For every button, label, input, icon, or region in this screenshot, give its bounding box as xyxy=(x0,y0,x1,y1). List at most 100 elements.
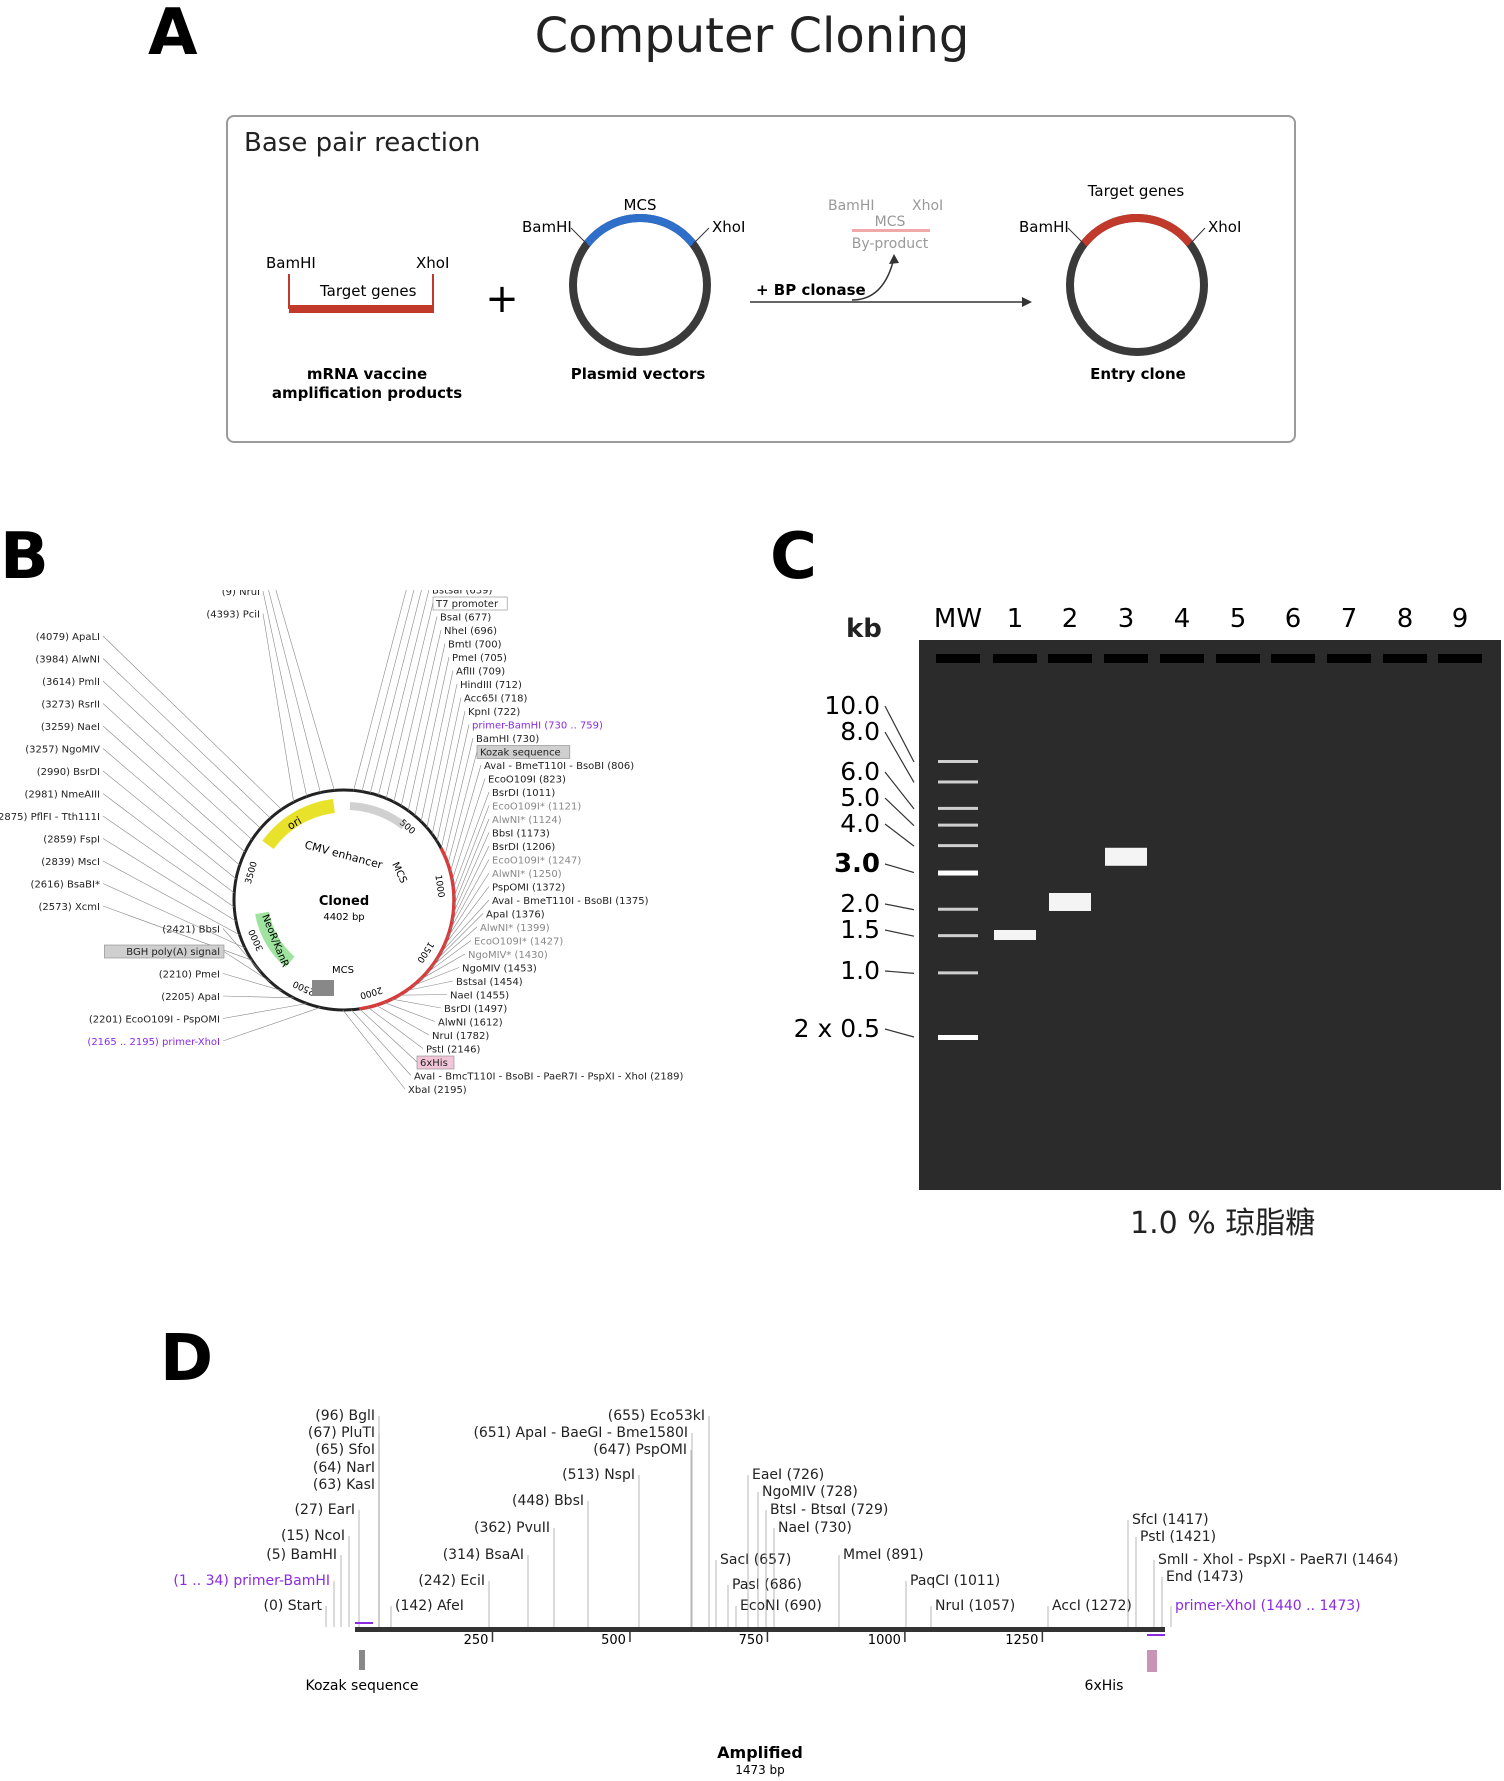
vector-mcs: MCS xyxy=(624,196,657,214)
plasmid-leader xyxy=(102,658,271,819)
vector-left-site: BamHI xyxy=(522,218,572,236)
plasmid-site-label: NaeI (1455) xyxy=(450,991,509,1002)
plasmid-leader xyxy=(342,1009,406,1090)
plasmid-leader xyxy=(443,886,490,947)
plasmid-leader xyxy=(275,590,335,791)
plasmid-site-label: AvaI - BmeT110I - BsoBI (806) xyxy=(484,761,634,772)
feature-box xyxy=(416,1055,455,1070)
linear-site-label: (0) Start xyxy=(264,1598,323,1614)
plasmid-leader xyxy=(385,602,434,799)
reaction-label: + BP clonase xyxy=(756,281,866,299)
plasmid-leader xyxy=(440,724,470,849)
plasmid-leader xyxy=(391,998,442,1009)
marker-band xyxy=(938,907,978,911)
vector-left-leader xyxy=(570,227,588,245)
lane-label: 3 xyxy=(1118,604,1135,634)
plasmid-site-label: AlwNI* (1124) xyxy=(492,815,562,826)
linear-backbone xyxy=(355,1627,1165,1632)
linear-site-label: AccI (1272) xyxy=(1052,1598,1132,1614)
plasmid-leader xyxy=(393,616,438,803)
plasmid-site-label: XbaI (2195) xyxy=(408,1085,467,1096)
plasmid-leader xyxy=(425,940,472,975)
plasmid-site-label: NgoMIV* (1430) xyxy=(468,950,548,961)
plasmid-leader xyxy=(419,953,466,981)
feature-box xyxy=(476,745,571,759)
plasmid-leader xyxy=(351,1009,412,1076)
linear-site-label: (513) NspI xyxy=(562,1467,635,1483)
lane-label: MW xyxy=(934,604,982,634)
linear-site-label: primer-XhoI (1440 .. 1473) xyxy=(1175,1598,1361,1614)
sample-band xyxy=(1049,892,1091,911)
plasmid-leader xyxy=(426,683,458,828)
lane-label: 7 xyxy=(1341,604,1358,634)
linear-site-label: (651) ApaI - BaeGI - Bme1580I xyxy=(473,1425,688,1441)
plasmid-leader xyxy=(222,995,294,999)
plasmid-site-label: (4393) PciI xyxy=(206,610,260,621)
plasmid-site-label: EcoO109I* (1247) xyxy=(492,856,581,867)
linear-site-label: MmeI (891) xyxy=(843,1547,924,1563)
linear-site-label: (64) NarI xyxy=(313,1460,375,1476)
plasmid-leader xyxy=(453,791,490,889)
marker-label: 1.5 xyxy=(840,915,880,944)
plasmid-site-label: NgoMIV (1453) xyxy=(462,964,537,975)
marker-leader xyxy=(884,823,915,847)
plasmid-site-label: T7 promoter xyxy=(435,599,499,610)
panel-c-letter: C xyxy=(770,520,817,594)
plasmid-leader xyxy=(406,980,454,991)
linear-site-label: (67) PluTI xyxy=(308,1425,375,1441)
gel-caption: 1.0 % 琼脂糖 xyxy=(1130,1206,1316,1241)
byproduct-bar xyxy=(852,229,930,232)
insert-label: Target genes xyxy=(319,282,417,300)
kozak-label: Kozak sequence xyxy=(306,1678,419,1694)
plasmid-name: Cloned xyxy=(319,894,369,909)
plasmid-leader xyxy=(407,643,446,811)
gel-well xyxy=(1216,654,1260,663)
plasmid-site-label: (2875) PflFI - Tth111I xyxy=(0,812,100,823)
linear-site-label: SacI (657) xyxy=(720,1552,791,1568)
plasmid-site-label: PspOMI (1372) xyxy=(492,883,565,894)
plasmid-leader xyxy=(102,860,240,936)
plasmid-site-label: BsrDI (1206) xyxy=(492,842,555,853)
plasmid-site-label: AlwNI* (1399) xyxy=(480,923,550,934)
plasmid-leader xyxy=(444,737,474,857)
linear-site-label: PaqCI (1011) xyxy=(910,1573,1000,1589)
byproduct-arrowhead xyxy=(889,254,899,264)
plasmid-leader xyxy=(400,629,442,807)
plasmid-site-label: (3984) AlwNI xyxy=(35,655,100,666)
plasmid-site-label: (3614) PmlI xyxy=(42,677,100,688)
linear-site-label: SfcI (1417) xyxy=(1132,1512,1209,1528)
lane-label: 5 xyxy=(1230,604,1247,634)
byproduct-mcs: MCS xyxy=(875,214,906,230)
byproduct-label: By-product xyxy=(852,236,929,252)
plasmid-site-label: (2421) BbsI xyxy=(162,925,220,936)
byproduct-left-site: BamHI xyxy=(828,198,874,214)
plasmid-site-label: HindIII (712) xyxy=(460,680,522,691)
sample-band xyxy=(994,930,1036,941)
plasmid-leader xyxy=(102,838,237,922)
plasmid-site-label: EcoO109I (823) xyxy=(488,775,566,786)
marker-label: 1.0 xyxy=(840,956,880,985)
plasmid-leader xyxy=(268,590,321,793)
plasmid-leader xyxy=(222,1003,307,1019)
linear-site-label: End (1473) xyxy=(1166,1569,1244,1585)
plasmid-site-label: (2210) PmeI xyxy=(159,970,220,981)
plasmid-leader xyxy=(222,973,282,991)
his-label: 6xHis xyxy=(1085,1678,1124,1694)
plasmid-site-label: (2859) FspI xyxy=(43,835,100,846)
gel-well xyxy=(993,654,1037,663)
plasmid-leader xyxy=(453,805,490,898)
insert-arc xyxy=(359,847,456,1011)
plasmid-site-label: BmtI (700) xyxy=(448,640,502,651)
plasmid-site-label: Acc65I (718) xyxy=(464,694,528,705)
reaction-arrowhead xyxy=(1022,297,1032,307)
marker-band xyxy=(938,971,978,975)
marker-band xyxy=(938,844,978,848)
lane-label: 9 xyxy=(1452,604,1469,634)
plasmid-site-label: BsaI (677) xyxy=(440,613,491,624)
mcs-bottom-label: MCS xyxy=(332,965,354,976)
insert-caption-1: mRNA vaccine xyxy=(307,365,427,383)
plasmid-leader xyxy=(222,928,261,972)
marker-label: 5.0 xyxy=(840,783,880,812)
ori-feature xyxy=(262,799,336,850)
linear-site-label: NaeI (730) xyxy=(778,1520,852,1536)
